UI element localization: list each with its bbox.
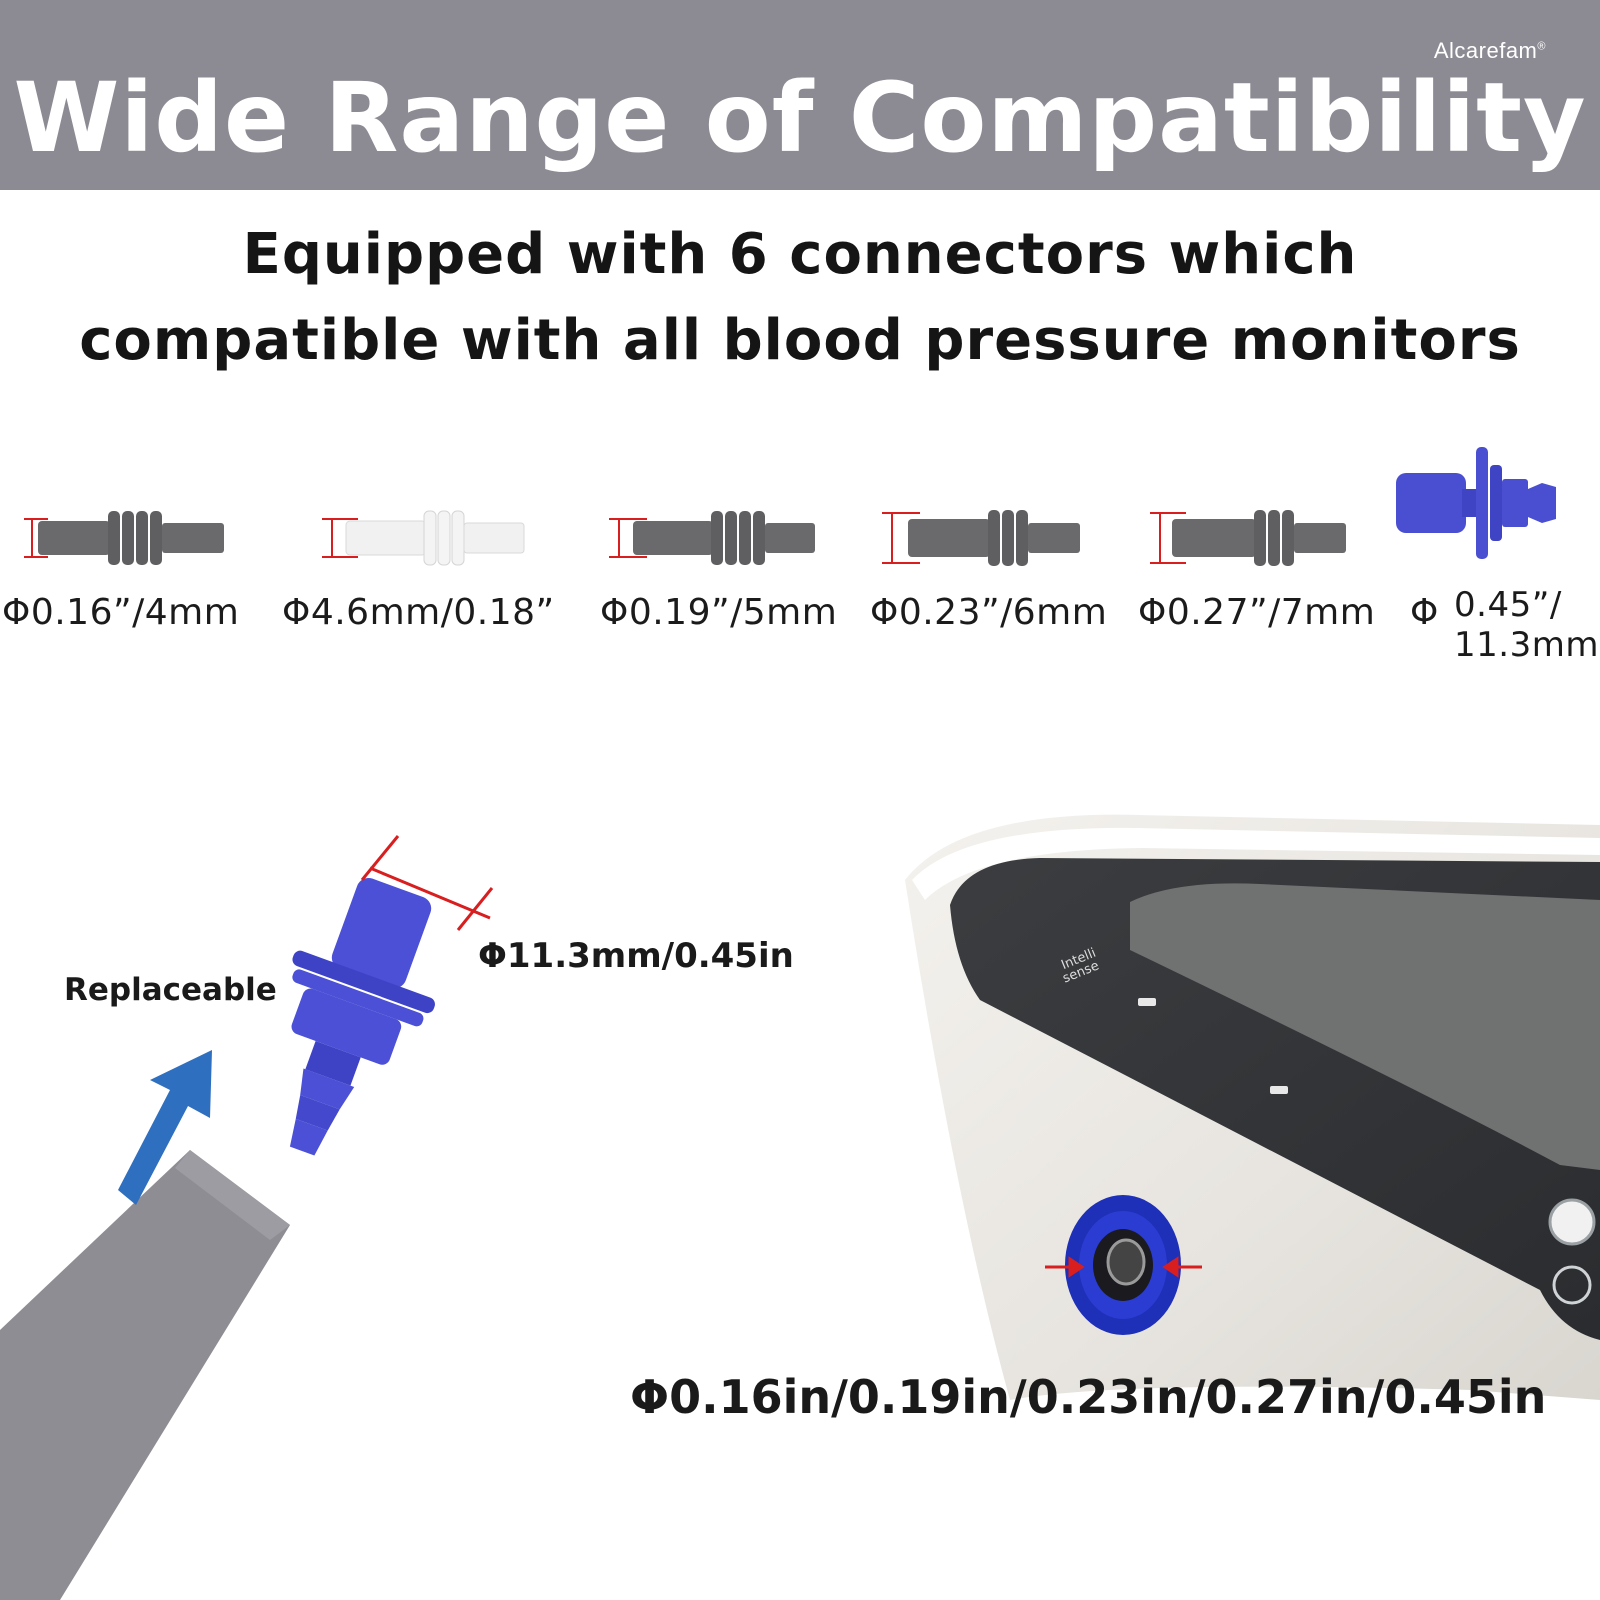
- connector-6mm-label: Φ0.23”/6mm: [870, 592, 1108, 633]
- connector-4mm-label: Φ0.16”/4mm: [2, 592, 240, 633]
- connector-5mm-image: [609, 511, 815, 565]
- connector-diameter-label: Φ11.3mm/0.45in: [478, 936, 794, 976]
- brand-logo: Alcarefam®: [1433, 38, 1546, 63]
- connector-11-3mm-label: Φ 0.45”/ 11.3mm: [1410, 585, 1599, 665]
- connector-11-3mm-image: [1396, 447, 1556, 559]
- connector-7mm-label: Φ0.27”/7mm: [1138, 592, 1376, 633]
- connector-7mm-image: [1150, 510, 1346, 566]
- tube-image: [0, 1150, 290, 1600]
- port-sizes-label: Φ0.16in/0.19in/0.23in/0.27in/0.45in: [630, 1370, 1547, 1424]
- monitor-image: [905, 814, 1600, 1400]
- connector-4mm-image: [24, 511, 224, 565]
- connector-4-6mm-image: [322, 510, 525, 566]
- monitor-scene: Intelli sense: [0, 814, 1600, 1600]
- header-banner: Alcarefam® Wide Range of Compatibility: [0, 0, 1600, 190]
- up-arrow-icon: [118, 1050, 212, 1205]
- connector-6mm-image: [882, 510, 1080, 566]
- connector-5mm-label: Φ0.19”/5mm: [600, 592, 838, 633]
- subtitle-line-2: compatible with all blood pressure monit…: [79, 308, 1521, 373]
- dimension-marker: [360, 835, 494, 931]
- blue-connector-image: [289, 877, 435, 1156]
- subtitle: Equipped with 6 connectors which compati…: [0, 212, 1600, 384]
- page-title: Wide Range of Compatibility: [13, 62, 1587, 174]
- replaceable-label: Replaceable: [64, 972, 277, 1008]
- connector-4-6mm-label: Φ4.6mm/0.18”: [282, 592, 555, 633]
- subtitle-line-1: Equipped with 6 connectors which: [242, 222, 1358, 287]
